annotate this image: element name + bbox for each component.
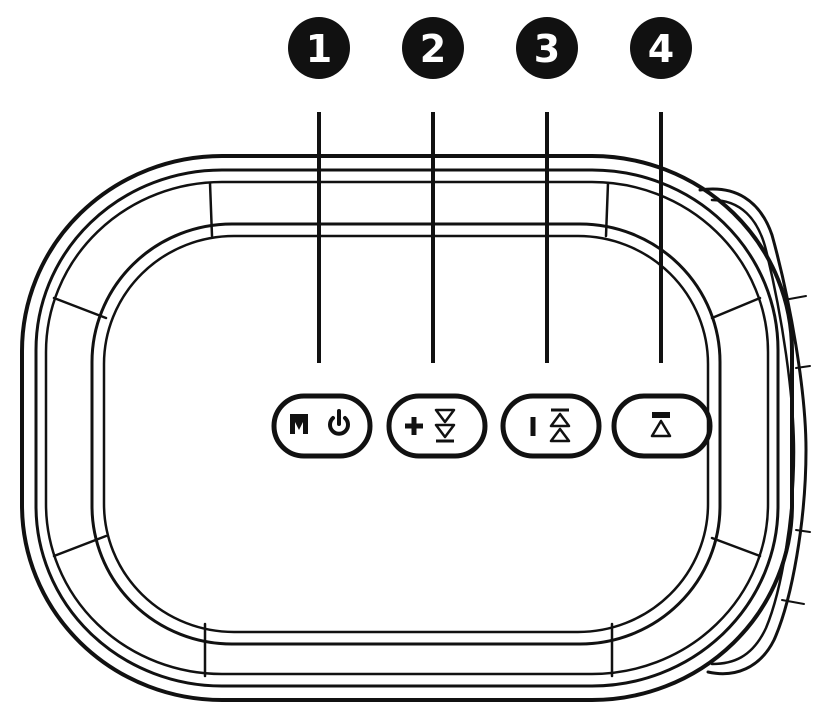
power-icon <box>328 409 350 436</box>
strap-notch-bottom <box>781 599 805 605</box>
volume-down-button[interactable] <box>386 393 488 459</box>
callout-4: 4 <box>630 17 692 79</box>
shell-edge <box>34 168 780 688</box>
callout-label-1: 1 <box>306 27 332 71</box>
eject-button[interactable] <box>611 393 713 459</box>
leader-lines <box>317 112 663 363</box>
callout-label-3: 3 <box>534 27 560 71</box>
callout-circle <box>516 17 578 79</box>
callout-label-4: 4 <box>648 27 674 71</box>
callout-circle <box>630 17 692 79</box>
volume-up-button[interactable] <box>500 393 602 459</box>
side-strap <box>698 187 808 676</box>
bumper-outer <box>44 180 770 676</box>
callout-circle <box>288 17 350 79</box>
plus-icon <box>405 417 423 435</box>
mode-icon <box>290 414 308 434</box>
callout-3: 3 <box>516 17 578 79</box>
eject-icon <box>650 412 672 438</box>
bumper-inner <box>90 222 722 646</box>
callout-label-2: 2 <box>420 27 446 71</box>
mode-power-button[interactable] <box>271 393 373 459</box>
volume-down-icon <box>434 408 456 443</box>
callout-circle <box>402 17 464 79</box>
device-body <box>20 154 811 702</box>
bumper-segments <box>52 181 762 678</box>
strap-notch-mid <box>795 365 811 369</box>
volume-up-icon <box>549 408 571 443</box>
callout-1: 1 <box>288 17 350 79</box>
callout-2: 2 <box>402 17 464 79</box>
strap-notch-low <box>795 529 811 533</box>
outer-shell <box>20 154 794 702</box>
strap-notch-top <box>783 295 807 301</box>
